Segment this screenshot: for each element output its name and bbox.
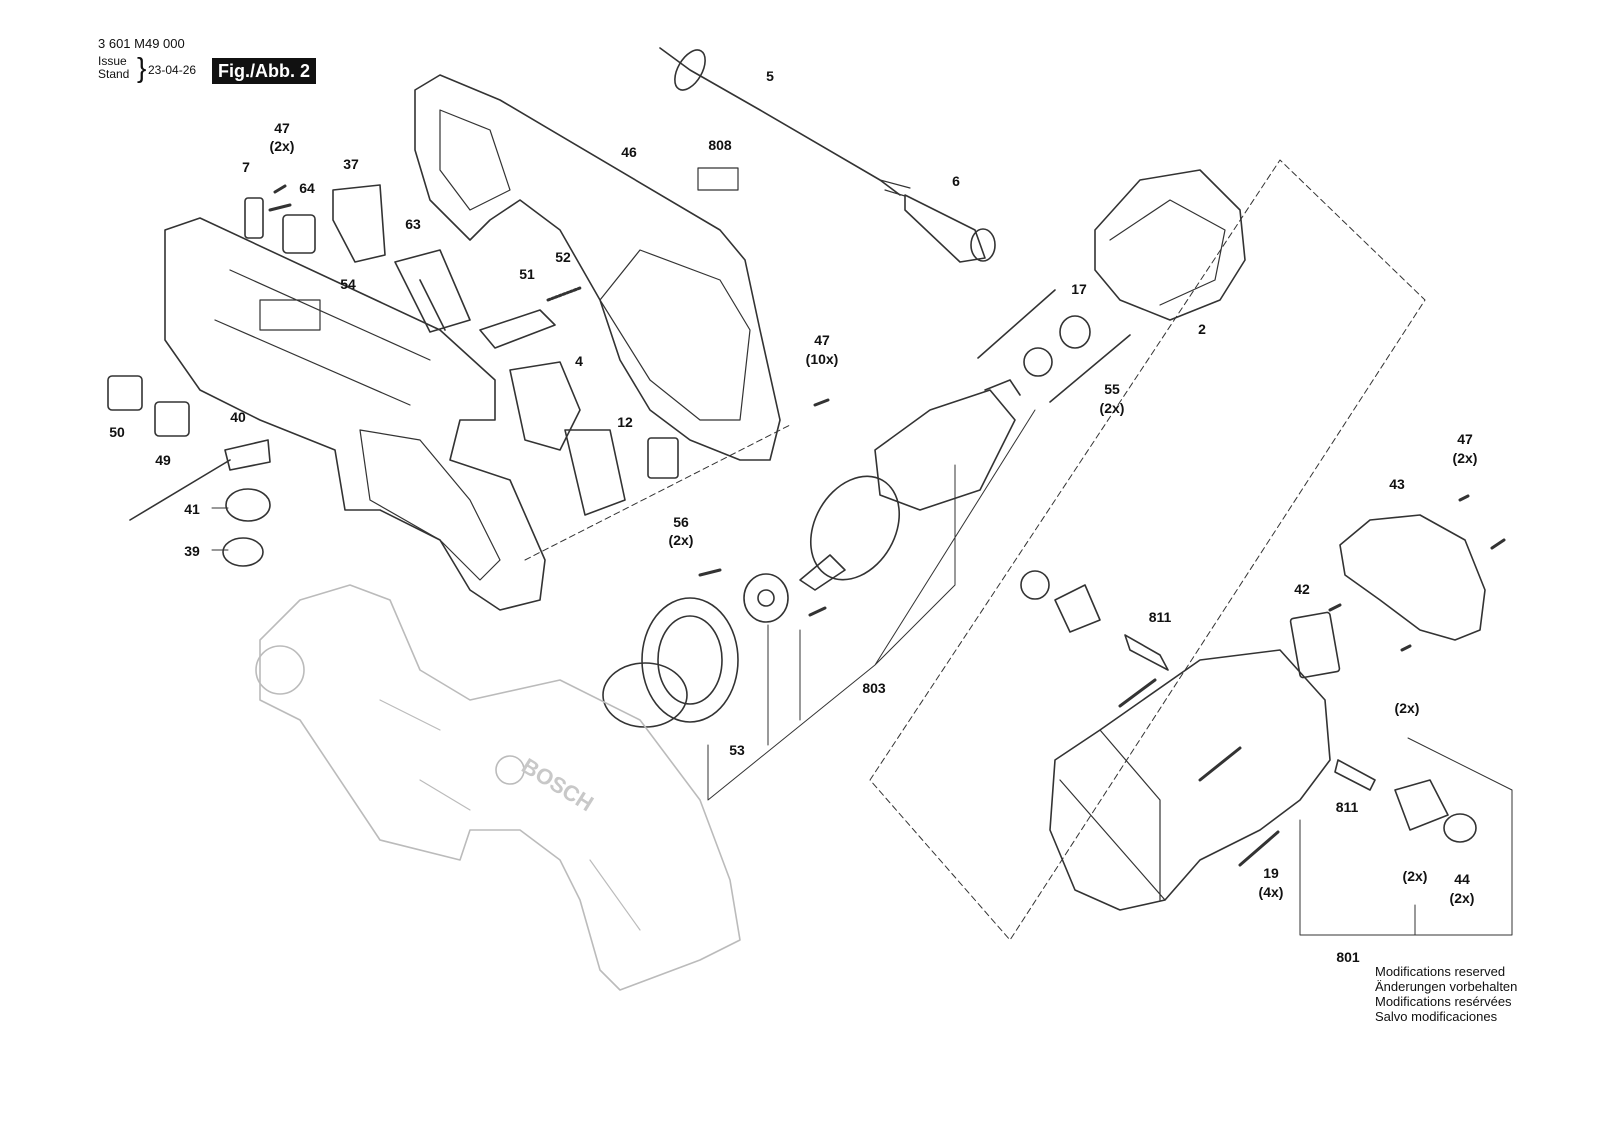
switch-64 [282,214,316,254]
slide-51 [479,309,556,349]
part-qty-55: (2x) [1100,400,1125,416]
cable-5 [659,47,901,196]
part-label-811-bottom: 811 [1336,799,1359,815]
housing-half-54 [164,217,546,611]
brand-wordmark: BOSCH [517,753,598,816]
issue-date: 23-04-26 [148,63,197,77]
part-label-64: 64 [299,180,315,196]
brush-plate-42 [1289,611,1341,679]
bearing-flange-53 [641,597,739,723]
label-808 [697,167,739,191]
switch-49 [154,401,190,437]
modifications-notice: Modifications reserved Änderungen vorbeh… [1375,964,1517,1024]
part-label-49: 49 [155,452,171,468]
figure-label: Fig./Abb. 2 [212,58,316,84]
armature [874,389,1016,511]
switch-4 [509,361,626,516]
part-label-5: 5 [766,68,774,84]
ring-39 [222,537,264,567]
part-qty-47-right: (2x) [1453,450,1478,466]
part-qty-2x-right: (2x) [1395,700,1420,716]
clip-7 [244,197,264,239]
part-label-803: 803 [862,680,886,696]
part-label-19: 19 [1263,865,1279,881]
mod-line-fr: Modifications resérvées [1375,994,1512,1009]
bracket-37 [332,184,386,263]
screw-55a [977,289,1056,359]
document-number: 3 601 M49 000 [98,36,185,51]
mod-line-es: Salvo modificaciones [1375,1009,1498,1024]
stand-label: Stand [98,67,130,81]
part-label-44: 44 [1454,871,1470,887]
part-label-47-top: 47 [274,120,290,136]
bearing-17 [1059,315,1091,349]
switch-50 [107,375,143,411]
part-label-40: 40 [230,409,246,425]
part-label-42: 42 [1294,581,1310,597]
housing-cover-46 [414,74,781,461]
part-label-47-right: 47 [1457,431,1473,447]
part-label-801: 801 [1336,949,1360,965]
mod-line-de: Änderungen vorbehalten [1375,979,1518,994]
issue-label: Issue [98,54,127,68]
part-label-7: 7 [242,159,250,175]
part-label-50: 50 [109,424,125,440]
screw-55b [1049,334,1131,403]
part-qty-47-mid: (10x) [806,351,839,367]
part-label-53: 53 [729,742,745,758]
part-label-52: 52 [555,249,571,265]
sensor-63 [394,249,471,333]
block-12 [647,437,679,479]
brush-811a [1124,634,1169,671]
part-label-12: 12 [617,414,633,430]
part-label-4: 4 [575,353,583,369]
stator-2 [1094,169,1246,321]
part-label-56: 56 [673,514,689,530]
cable-sleeve-6 [904,194,986,263]
part-label-811-top: 811 [1149,609,1172,625]
part-qty-19: (4x) [1259,884,1284,900]
part-label-6: 6 [952,173,960,189]
part-label-63: 63 [405,216,421,232]
brace-glyph: } [137,52,147,83]
cover-43 [1339,514,1486,641]
mod-line-en: Modifications reserved [1375,964,1506,979]
part-label-54: 54 [340,276,356,292]
part-qty-47-top: (2x) [270,138,295,154]
brush-811b [1334,759,1376,791]
part-qty-2x-bottom: (2x) [1403,868,1428,884]
part-qty-44: (2x) [1450,890,1475,906]
part-label-46: 46 [621,144,637,160]
part-label-39: 39 [184,543,200,559]
cable-40 [129,439,271,521]
motor-housing-801 [1049,649,1331,911]
part-label-2: 2 [1198,321,1206,337]
part-label-43: 43 [1389,476,1405,492]
part-label-37: 37 [343,156,359,172]
part-qty-56: (2x) [669,532,694,548]
part-label-808: 808 [708,137,732,153]
part-label-47-mid: 47 [814,332,830,348]
part-label-17: 17 [1071,281,1087,297]
part-label-51: 51 [519,266,535,282]
part-label-55: 55 [1104,381,1120,397]
spring-52 [546,286,582,302]
part-label-41: 41 [184,501,200,517]
issue-stand-label: Issue Stand [98,55,129,81]
blade-guard [259,584,741,991]
ring-41 [225,488,271,522]
